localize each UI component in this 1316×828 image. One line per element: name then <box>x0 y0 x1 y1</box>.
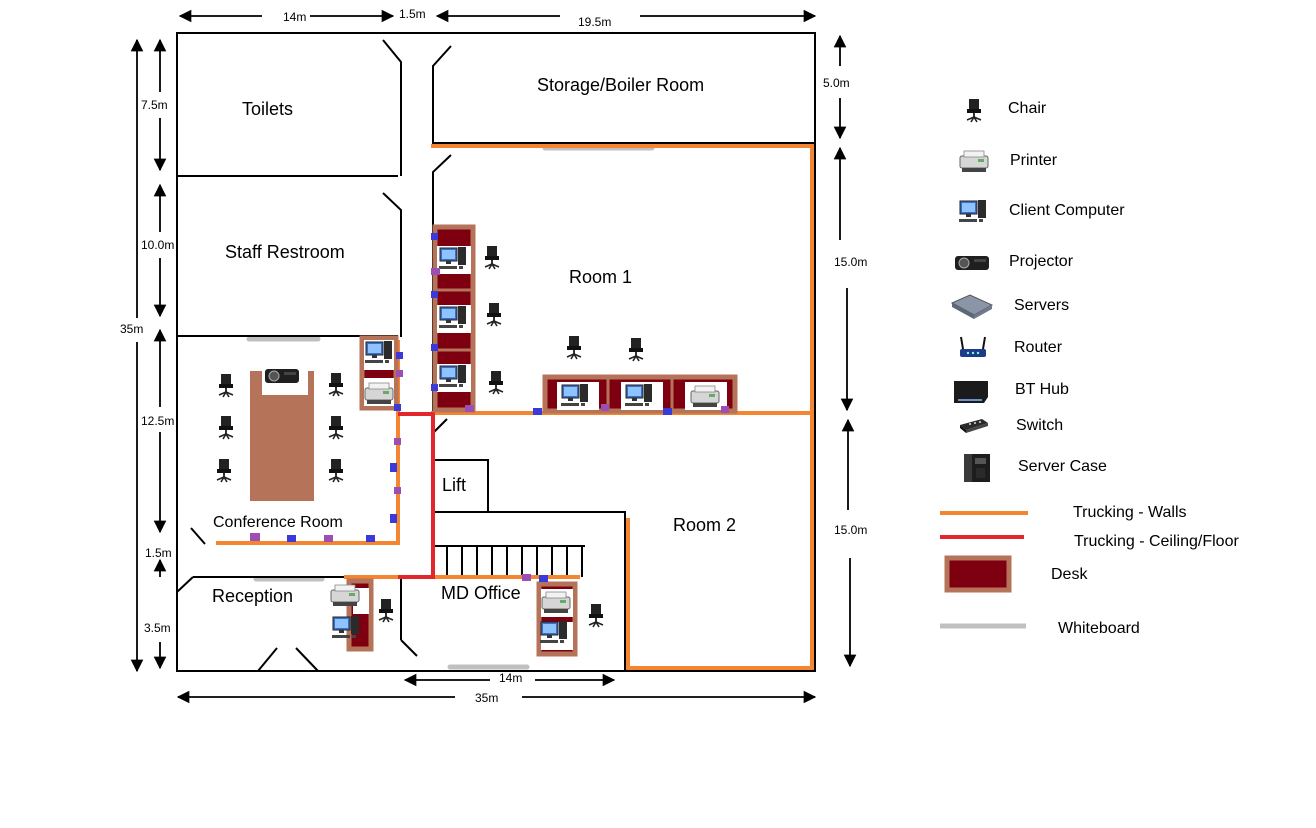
router-icon <box>960 336 986 357</box>
legend-projector-label: Projector <box>1009 253 1074 270</box>
dim-top-right: 19.5m <box>578 15 611 29</box>
room-room2: Room 2 <box>673 515 736 535</box>
dim-left-corridor: 1.5m <box>145 546 172 560</box>
trunking-walls-swatch <box>940 511 1028 515</box>
sockets-blue <box>287 233 672 582</box>
dim-top-mid: 1.5m <box>399 7 426 21</box>
legend-router-label: Router <box>1014 339 1063 356</box>
bt-hub-icon <box>954 381 988 403</box>
projector <box>264 368 300 384</box>
room-toilets: Toilets <box>242 99 293 119</box>
dim-bottom-total: 35m <box>475 691 498 705</box>
legend-desk-label: Desk <box>1051 566 1088 583</box>
server-case-icon <box>964 454 990 482</box>
dim-top-left: 14m <box>283 10 306 24</box>
room-reception: Reception <box>212 586 293 606</box>
trunking-ceiling-swatch <box>940 535 1024 539</box>
room-conference: Conference Room <box>213 514 343 531</box>
dim-right-room2: 15.0m <box>834 523 867 537</box>
legend-printer: Printer <box>940 144 1300 178</box>
legend-client-computer: Client Computer <box>940 194 1300 228</box>
legend-server-case: Server Case <box>940 450 1300 484</box>
room-staff-restroom: Staff Restroom <box>225 242 345 262</box>
room-lift: Lift <box>442 475 466 495</box>
legend-trunking-walls: Trucking - Walls <box>940 496 1300 530</box>
legend-servers-label: Servers <box>1014 297 1070 314</box>
computer-icon <box>958 199 987 223</box>
legend-desk: Desk <box>940 554 1300 593</box>
legend-switch-label: Switch <box>1016 417 1064 434</box>
legend-chair-label: Chair <box>1008 100 1047 117</box>
legend-printer-label: Printer <box>1010 152 1058 169</box>
dim-left-restroom: 10.0m <box>141 238 174 252</box>
room-md-office: MD Office <box>441 583 521 603</box>
legend-chair: Chair <box>940 92 1300 126</box>
legend-bt-hub-label: BT Hub <box>1015 381 1069 398</box>
chair-icon <box>966 98 982 123</box>
legend-bt-hub: BT Hub <box>940 373 1300 407</box>
room-storage: Storage/Boiler Room <box>537 75 704 95</box>
dim-right-storage: 5.0m <box>823 76 850 90</box>
legend-client-computer-label: Client Computer <box>1009 202 1125 219</box>
legend-router: Router <box>940 331 1300 365</box>
switch-icon <box>960 419 988 433</box>
legend-servers: Servers <box>940 289 1300 323</box>
projector-icon <box>954 255 990 271</box>
legend-trunking-ceiling-label: Trucking - Ceiling/Floor <box>1074 533 1239 550</box>
trunking-ceiling <box>398 412 435 579</box>
legend-projector: Projector <box>940 245 1300 279</box>
legend-trunking-walls-label: Trucking - Walls <box>1073 504 1187 521</box>
printer-icon <box>959 150 989 173</box>
legend-whiteboard: Whiteboard <box>940 612 1300 646</box>
sockets-purple <box>250 268 729 581</box>
dim-left-reception: 3.5m <box>144 621 171 635</box>
servers-icon <box>950 294 994 319</box>
legend-server-case-label: Server Case <box>1018 458 1107 475</box>
dim-left-toilets: 7.5m <box>141 98 168 112</box>
room-room1: Room 1 <box>569 267 632 287</box>
dim-left-total: 35m <box>120 322 143 336</box>
whiteboard-swatch <box>940 623 1026 629</box>
dimension-arrows <box>130 9 857 704</box>
legend-switch: Switch <box>940 409 1300 443</box>
legend-whiteboard-label: Whiteboard <box>1058 620 1140 637</box>
desk-swatch <box>944 555 1012 593</box>
dim-right-room1: 15.0m <box>834 255 867 269</box>
dim-left-conference: 12.5m <box>141 414 174 428</box>
dim-bottom-inner: 14m <box>499 671 522 685</box>
legend-trunking-ceiling: Trucking - Ceiling/Floor <box>940 525 1300 559</box>
